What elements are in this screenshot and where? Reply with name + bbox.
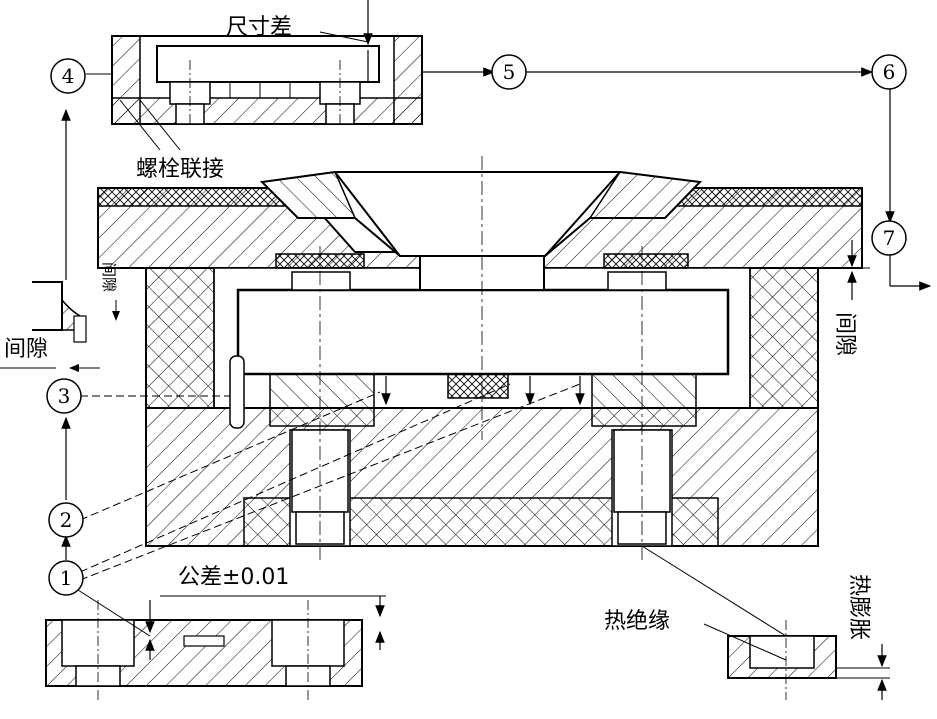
main-assembly <box>97 156 863 560</box>
bottom-right-detail <box>703 620 890 700</box>
callout-5-number: 5 <box>503 60 516 84</box>
callout-7: 7 <box>871 220 907 256</box>
label-gap-right: 间隙 <box>832 312 857 356</box>
left-gap-detail <box>0 281 120 372</box>
label-thermal-insulation: 热绝缘 <box>604 609 670 634</box>
right-gap-arrows <box>818 240 870 300</box>
bottom-left-detail <box>45 595 386 700</box>
callout-7-number: 7 <box>883 226 896 250</box>
callout-1: 1 <box>48 560 84 596</box>
top-detail <box>111 0 423 125</box>
label-tolerance: 公差±0.01 <box>178 565 289 590</box>
callout-2-number: 2 <box>60 508 73 532</box>
callout-6: 6 <box>871 54 907 90</box>
callout-5: 5 <box>491 54 527 90</box>
flow-lines <box>61 67 932 637</box>
label-gap-left: 间隙 <box>4 337 48 362</box>
callout-4-number: 4 <box>62 64 75 88</box>
callout-6-number: 6 <box>883 60 896 84</box>
callout-2: 2 <box>48 502 84 538</box>
label-bolt-connection: 螺栓联接 <box>136 157 224 182</box>
label-gap-left-vertical: 间隙 <box>100 262 118 292</box>
callout-3-number: 3 <box>58 384 71 408</box>
label-size-diff: 尺寸差 <box>226 15 292 40</box>
callout-1-number: 1 <box>60 566 73 590</box>
callout-4: 4 <box>50 58 86 94</box>
label-thermal-expansion: 热膨胀 <box>846 574 871 640</box>
callout-3: 3 <box>46 378 82 414</box>
